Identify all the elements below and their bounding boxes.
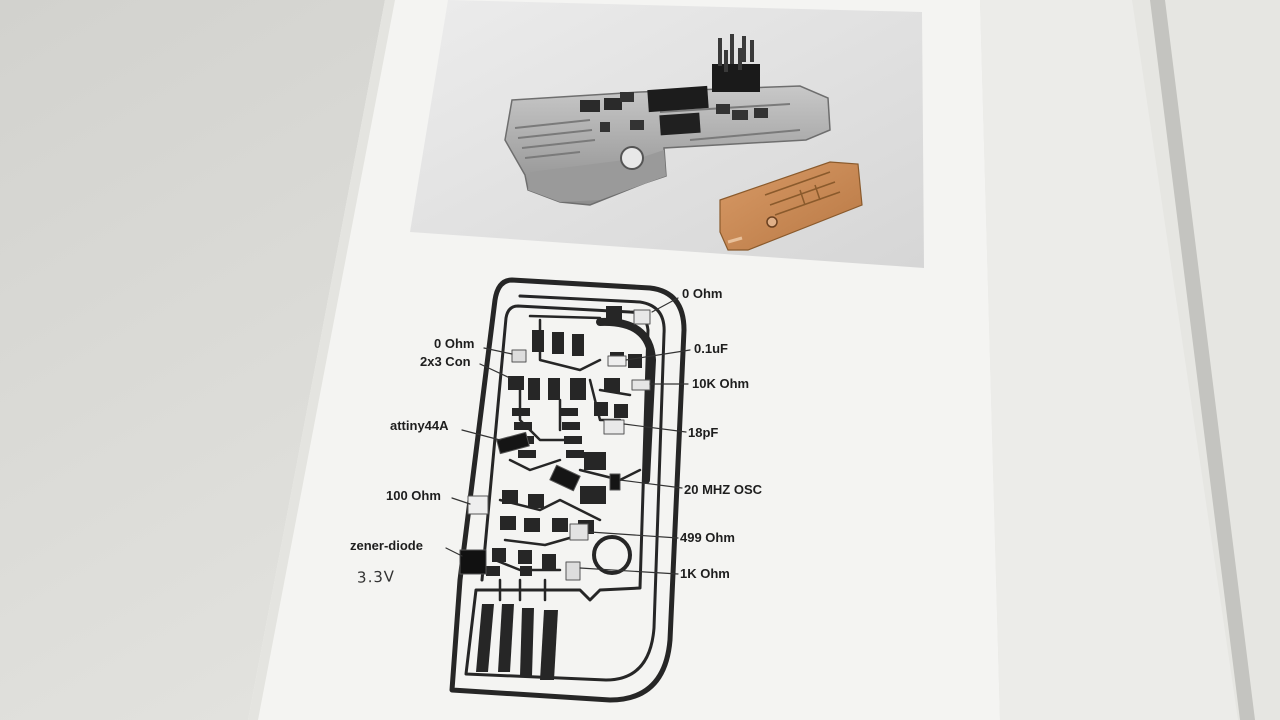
copper-board: [719, 161, 863, 251]
printed-pcb-photo: [410, 0, 924, 268]
label-0-ohm-top: 0 Ohm: [682, 286, 723, 301]
label-0-1uf: 0.1uF: [694, 341, 728, 356]
handwritten-note: 3.3V: [356, 567, 396, 587]
label-18pf: 18pF: [688, 425, 719, 440]
board-layout-drawing: [445, 277, 691, 703]
milled-board: [504, 34, 831, 206]
label-499-ohm: 499 Ohm: [680, 530, 735, 545]
label-10k-ohm: 10K Ohm: [692, 376, 750, 391]
label-zener-diode: zener-diode: [350, 538, 423, 553]
label-100-ohm: 100 Ohm: [386, 488, 441, 503]
label-0-ohm-left: 0 Ohm: [434, 336, 475, 351]
label-20mhz-osc: 20 MHZ OSC: [684, 482, 763, 497]
label-1k-ohm: 1K Ohm: [680, 566, 730, 581]
pin-header: [712, 34, 760, 92]
label-attiny44a: attiny44A: [390, 418, 449, 433]
label-2x3-con: 2x3 Con: [420, 354, 471, 369]
